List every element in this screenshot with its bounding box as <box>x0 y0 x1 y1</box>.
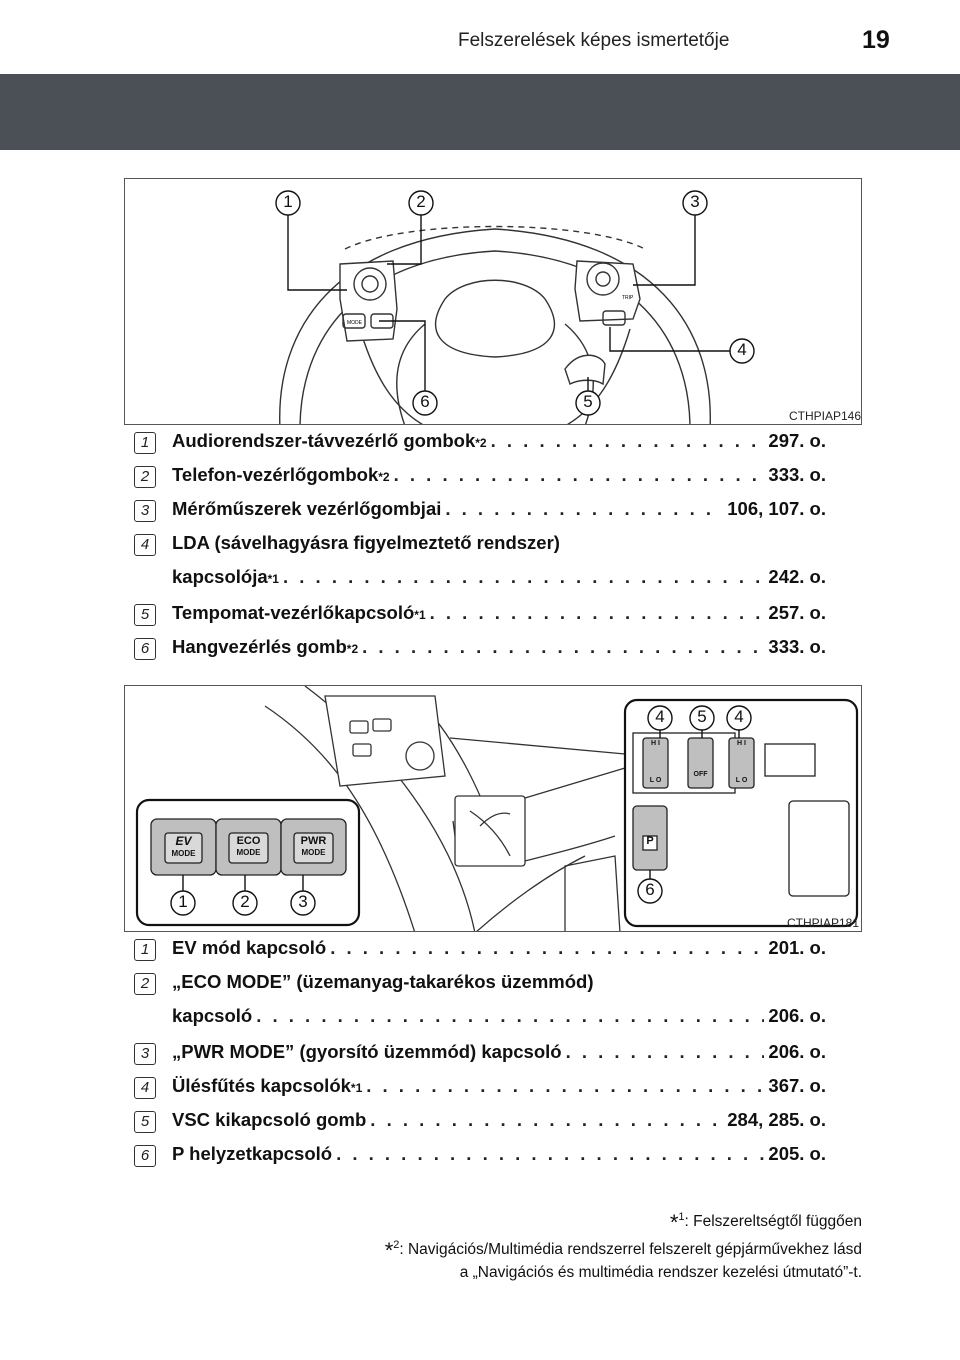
item-note: *1 <box>414 608 426 622</box>
ev-button-label: EV MODE <box>171 834 196 858</box>
figure-center-console: EV MODE ECO MODE PWR MODE H I L O OFF H … <box>124 685 862 932</box>
seat-heat-lo-label: L O <box>649 777 662 784</box>
list-item: 5 VSC kikapcsoló gomb 284, 285. o. <box>134 1107 834 1141</box>
figure-steering-wheel: MODE TRIP 1 2 3 4 5 6 CTHPIAP146 <box>124 178 862 425</box>
list-steering-controls: 1 Audiorendszer-távvezérlő gombok*2 297.… <box>134 428 834 668</box>
footnote-2: *2: Navigációs/Multimédia rendszerrel fe… <box>384 1238 862 1264</box>
seat-heat-hi-label: H I <box>651 740 660 747</box>
item-text: „PWR MODE” (gyorsító üzemmód) kapcsoló <box>172 1041 562 1062</box>
trip-button-label: TRIP <box>622 295 634 301</box>
callout-4: 4 <box>734 707 744 726</box>
callout-5: 5 <box>583 392 593 411</box>
list-item: 3 Mérőműszerek vezérlőgombjai 106, 107. … <box>134 496 834 530</box>
item-page: 333. o. <box>768 636 826 657</box>
item-number: 3 <box>134 500 156 522</box>
figure-code: CTHPIAP181 <box>787 916 860 930</box>
vsc-off-label: OFF <box>693 771 708 778</box>
item-number: 4 <box>134 1077 156 1099</box>
item-page: 206. o. <box>768 1005 826 1026</box>
list-item: 6 Hangvezérlés gomb*2 333. o. <box>134 634 834 668</box>
item-text: VSC kikapcsoló gomb <box>172 1109 367 1130</box>
item-number: 2 <box>134 973 156 995</box>
item-number: 2 <box>134 466 156 488</box>
list-item: 1 EV mód kapcsoló 201. o. <box>134 935 834 969</box>
figure-code: CTHPIAP146 <box>789 409 862 423</box>
callout-6: 6 <box>645 880 655 899</box>
item-text-line1: LDA (sávelhagyásra figyelmeztető rendsze… <box>172 532 560 553</box>
callout-1: 1 <box>178 892 188 911</box>
item-number: 4 <box>134 534 156 556</box>
item-page: 201. o. <box>768 937 826 958</box>
list-item: 2 „ECO MODE” (üzemanyag-takarékos üzemmó… <box>134 969 834 1039</box>
list-console-controls: 1 EV mód kapcsoló 201. o. 2 „ECO MODE” (… <box>134 935 834 1175</box>
item-text: Audiorendszer-távvezérlő gombok <box>172 430 476 451</box>
steering-wheel-illustration: MODE TRIP <box>275 190 755 424</box>
item-page: 206. o. <box>768 1041 826 1062</box>
seat-heat-lo-label: L O <box>735 777 748 784</box>
footnote-1: *1: Felszereltségtől függően <box>669 1210 862 1236</box>
callout-6: 6 <box>420 392 430 411</box>
callout-3: 3 <box>690 192 700 211</box>
item-note: *1 <box>350 1081 363 1095</box>
item-text: Ülésfűtés kapcsolók <box>172 1075 351 1096</box>
eco-button-label: ECO MODE <box>236 835 261 858</box>
footnotes: *1: Felszereltségtől függően *2: Navigác… <box>385 1206 862 1284</box>
item-number: 1 <box>134 939 156 961</box>
item-page: 205. o. <box>768 1143 826 1164</box>
item-number: 3 <box>134 1043 156 1065</box>
list-item: 4 Ülésfűtés kapcsolók*1 367. o. <box>134 1073 834 1107</box>
mode-button-label: MODE <box>347 320 363 326</box>
item-text-line1: „ECO MODE” (üzemanyag-takarékos üzemmód) <box>172 971 594 992</box>
item-page: 106, 107. o. <box>727 498 826 519</box>
callout-2: 2 <box>240 892 250 911</box>
list-item: 2 Telefon-vezérlőgombok*2 333. o. <box>134 462 834 496</box>
header-band <box>0 74 960 150</box>
callout-4: 4 <box>655 707 665 726</box>
callout-3: 3 <box>298 892 308 911</box>
callout-1: 1 <box>283 192 293 211</box>
item-number: 6 <box>134 1145 156 1167</box>
console-illustration <box>135 686 859 931</box>
item-text: Tempomat-vezérlőkapcsoló <box>172 602 415 623</box>
item-text: P helyzetkapcsoló <box>172 1143 333 1164</box>
item-note: *2 <box>475 436 487 450</box>
p-button-label: P <box>646 835 654 847</box>
pwr-button-label: PWR MODE <box>300 835 327 858</box>
list-item: 5 Tempomat-vezérlőkapcsoló*1 257. o. <box>134 600 834 634</box>
item-text: Telefon-vezérlőgombok <box>172 464 379 485</box>
item-text: Hangvezérlés gomb <box>172 636 347 657</box>
item-text: Mérőműszerek vezérlőgombjai <box>172 498 442 519</box>
item-page: 257. o. <box>768 602 826 623</box>
item-page: 333. o. <box>768 464 826 485</box>
footnote-2-continued: a „Navigációs és multimédia rendszer kez… <box>459 1264 862 1282</box>
item-number: 5 <box>134 1111 156 1133</box>
item-text: kapcsolója <box>172 566 268 587</box>
seat-heat-hi-label: H I <box>737 740 746 747</box>
item-number: 5 <box>134 604 156 626</box>
item-note: *2 <box>378 470 390 484</box>
callout-5: 5 <box>697 707 707 726</box>
list-item: 1 Audiorendszer-távvezérlő gombok*2 297.… <box>134 428 834 462</box>
list-item: 4 LDA (sávelhagyásra figyelmeztető rends… <box>134 530 834 600</box>
item-text: kapcsoló <box>172 1005 253 1026</box>
item-page: 297. o. <box>768 430 826 451</box>
callout-4: 4 <box>737 340 747 359</box>
item-note: *1 <box>267 572 279 586</box>
item-text: EV mód kapcsoló <box>172 937 327 958</box>
page-number: 19 <box>862 26 890 54</box>
list-item: 3 „PWR MODE” (gyorsító üzemmód) kapcsoló… <box>134 1039 834 1073</box>
item-number: 1 <box>134 432 156 454</box>
item-number: 6 <box>134 638 156 660</box>
item-page: 284, 285. o. <box>727 1109 826 1130</box>
item-page: 367. o. <box>768 1075 826 1096</box>
item-page: 242. o. <box>768 566 826 587</box>
callout-2: 2 <box>416 192 426 211</box>
page-header-title: Felszerelések képes ismertetője <box>458 30 730 51</box>
item-note: *2 <box>346 642 359 656</box>
list-item: 6 P helyzetkapcsoló 205. o. <box>134 1141 834 1175</box>
